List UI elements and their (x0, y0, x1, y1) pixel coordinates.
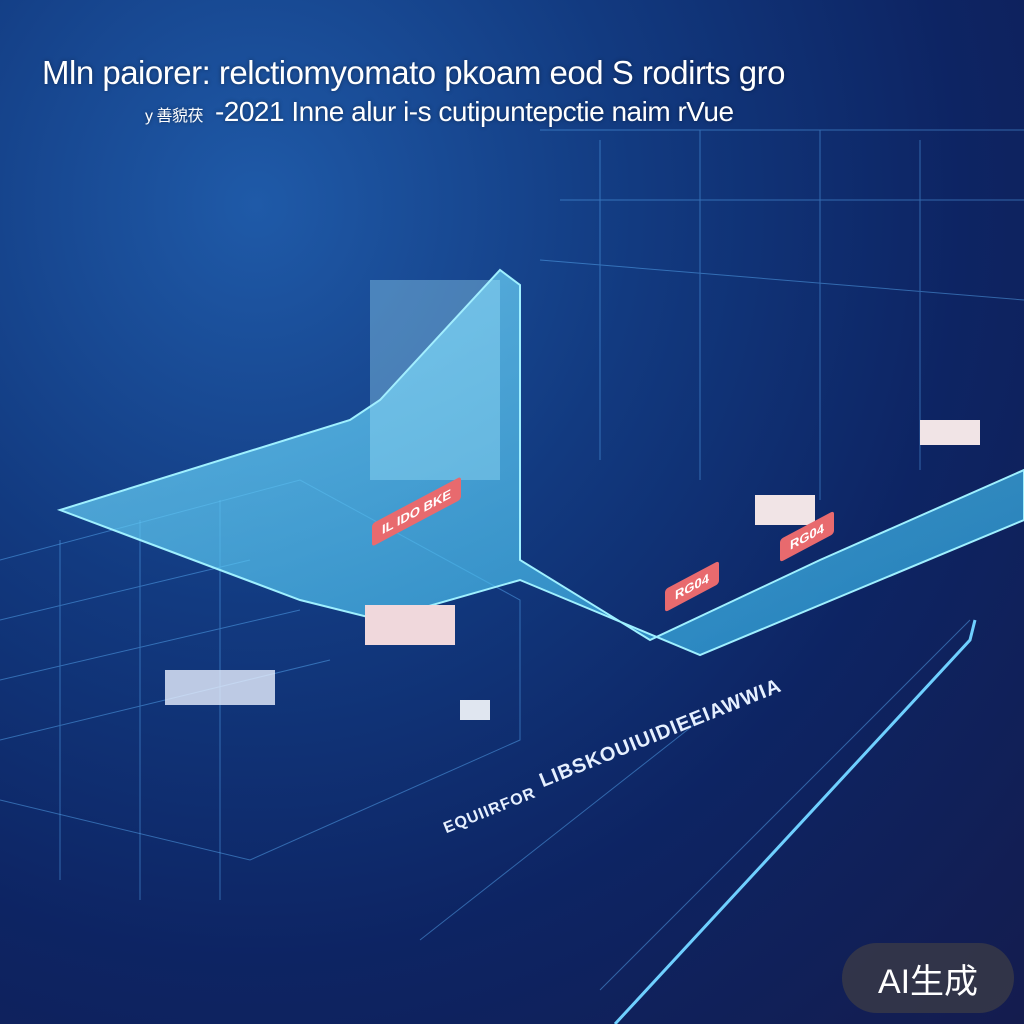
glow-edge-line (613, 619, 977, 1024)
header-title-line2: y 善貌茯 -2021 Inne alur i-s cutipuntepctie … (145, 96, 734, 128)
ai-generated-badge: AI生成 (842, 943, 1014, 1013)
header-cjk-text: y 善貌茯 (145, 107, 203, 125)
header-title-line2-text: -2021 Inne alur i-s cutipuntepctie naim … (214, 96, 734, 127)
holo-screen (370, 280, 500, 480)
device-blocks (165, 420, 980, 720)
header-title-line1: Mln paiorer: relctiomyomato pkoam eod S … (42, 54, 785, 91)
cyan-l-panel (56, 268, 1024, 657)
